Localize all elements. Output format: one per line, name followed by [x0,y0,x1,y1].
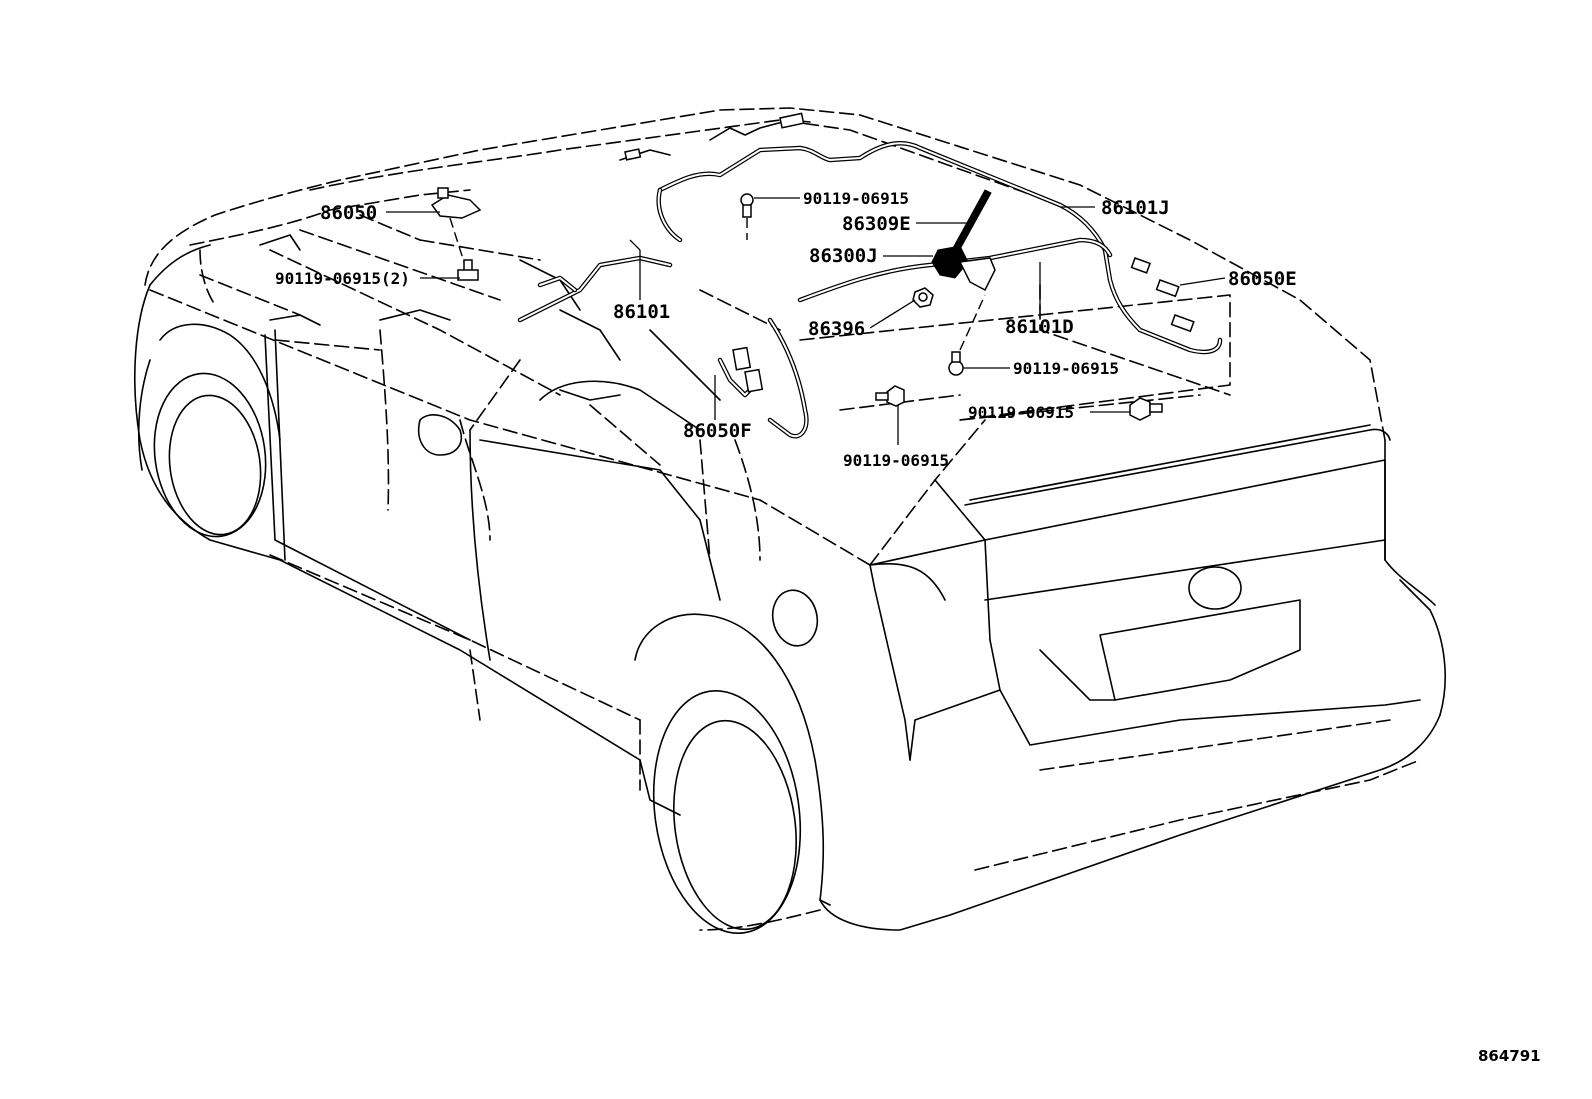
label-86050F: 86050F [683,420,752,442]
part-86309E [952,189,992,252]
label-86050: 86050 [320,202,377,224]
part-86396 [912,287,934,308]
car-body-outline [134,234,1446,931]
harness-86101J [656,141,1223,355]
label-86101: 86101 [613,301,670,323]
roof-front-connectors [619,112,811,161]
label-90119-06915-bottom: 90119-06915 [843,451,949,470]
harness-86050F [717,317,809,439]
harness-86101D [797,237,1113,303]
harness-86101 [517,255,673,323]
diagram-reference-number: 864791 [1478,1047,1541,1065]
bolt-90119-06915-front [457,259,479,281]
leader-lines [386,197,1226,445]
bolt-90119-06915-r2 [1129,397,1163,421]
label-86050E: 86050E [1228,268,1297,290]
bolt-90119-06915-r1 [948,351,964,376]
part-86300J [931,245,996,292]
bolt-90119-06915-bottom [875,385,905,407]
part-86050F [732,346,764,393]
label-90119-06915-2: 90119-06915(2) [275,269,410,288]
front-wheel [137,359,267,538]
part-86050 [430,187,482,219]
label-90119-06915-r2: 90119-06915 [968,403,1074,422]
label-86309E: 86309E [842,213,911,235]
phantom-lines [144,107,1421,931]
label-90119-06915-r1: 90119-06915 [1013,359,1119,378]
part-86050E [1130,257,1195,333]
bolt-90119-06915-top [740,193,754,218]
callout-labels: 86050 90119-06915(2) 86101 86050F 90119-… [275,189,1541,1065]
label-86101J: 86101J [1101,197,1170,219]
label-86300J: 86300J [809,245,878,267]
label-86101D: 86101D [1005,316,1074,338]
rear-wheel [652,689,802,935]
label-86396: 86396 [808,318,865,340]
label-90119-06915-top: 90119-06915 [803,189,909,208]
